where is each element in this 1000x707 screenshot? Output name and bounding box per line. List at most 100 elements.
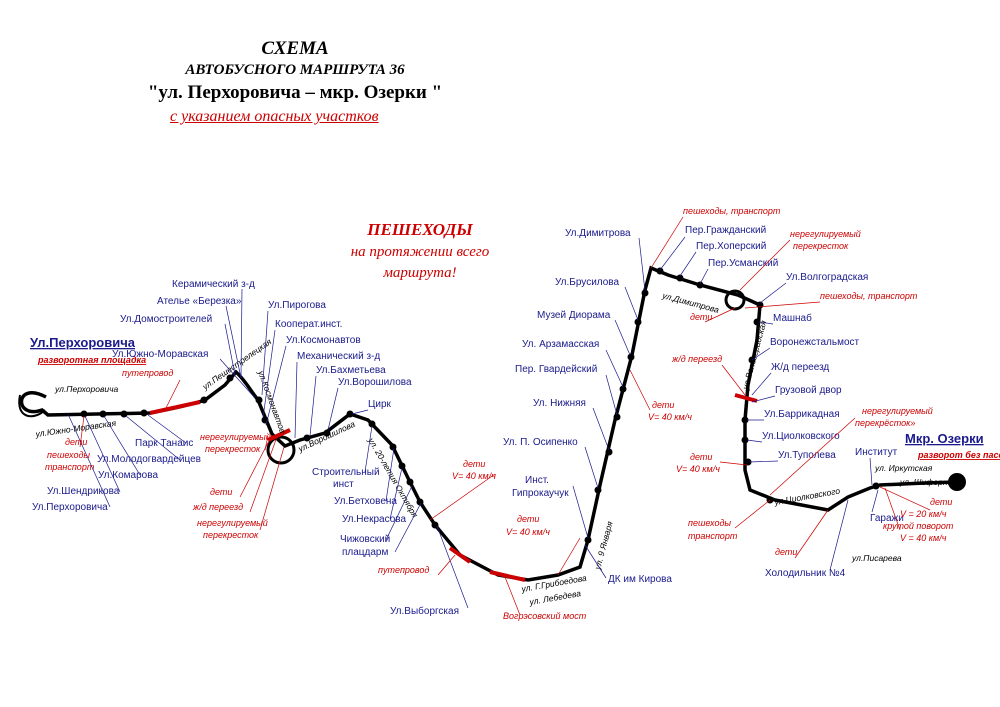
danger-label: ж/д переезд [192, 502, 243, 512]
danger-leaders [79, 216, 931, 616]
stop-label: Парк Танаис [135, 438, 193, 449]
road-label: ул.Южно-Моравская [34, 418, 117, 439]
danger-label: V= 40 км/ч [452, 471, 496, 481]
stop-labels: Керамический з-д Ателье «Березка» Ул.Дом… [32, 225, 904, 617]
danger-label: нерегулируемый [200, 432, 271, 442]
danger-label: ж/д переезд [671, 354, 722, 364]
danger-label: дети [690, 452, 712, 462]
start-terminal-note: разворотная площадка [37, 355, 146, 365]
stop-label: Керамический з-д [172, 279, 255, 290]
danger-label: V = 20 км/ч [900, 509, 947, 519]
stop-label: Ул.Волгоградская [786, 272, 868, 283]
stop-label: ДК им Кирова [608, 574, 672, 585]
stop-label: Холодильник №4 [765, 568, 846, 579]
stop-label: Ул.Космонавтов [286, 335, 361, 346]
danger-label: дети [210, 487, 232, 497]
pedestrians-title: ПЕШЕХОДЫ [366, 220, 473, 239]
stop-label: Инст. [525, 475, 549, 486]
danger-label: нерегулируемый [862, 406, 933, 416]
stop-label: Ул.Пирогова [268, 300, 326, 311]
danger-label: V= 40 км/ч [648, 412, 692, 422]
stop-label: Ул.Домостроителей [120, 314, 212, 325]
route-name: "ул. Перхоровича – мкр. Озерки " [147, 82, 443, 103]
danger-label: дети [652, 400, 674, 410]
stop-label: Пер.Усманский [708, 258, 778, 269]
stop-label: Ул.Перхоровича [32, 502, 108, 513]
start-terminal-label: Ул.Перхоровича [30, 335, 136, 350]
stop-label: Чижовский [340, 534, 390, 545]
stop-label: Ул.Димитрова [565, 228, 631, 239]
danger-label: путепровод [378, 565, 429, 575]
stop-label: Институт [855, 447, 898, 458]
danger-label: транспорт [45, 462, 95, 472]
stop-label: Цирк [368, 399, 392, 410]
stop-label: Механический з-д [297, 351, 380, 362]
road-label: ул. Шиферная [899, 477, 957, 487]
stop-label: Ул.Ворошилова [338, 377, 412, 388]
danger-label: пешеходы, транспорт [820, 291, 918, 301]
danger-label: пешеходы [688, 518, 731, 528]
danger-label: V= 40 км/ч [506, 527, 550, 537]
stop-label: Пер.Хоперский [696, 241, 766, 252]
stop-label: Ул.Южно-Моравская [112, 349, 208, 360]
danger-label: пешеходы [47, 450, 90, 460]
stop-label: Гипрокаучук [512, 488, 569, 499]
road-label: ул.Циолковского [773, 486, 841, 508]
end-terminal-note: разворот без пассажиров [917, 450, 1000, 460]
stop-label: Ул. Нижняя [533, 398, 586, 409]
stop-label: Ул.Некрасова [342, 514, 406, 525]
danger-label: Вогрэсовский мост [503, 611, 587, 621]
danger-label: дети [690, 312, 712, 322]
end-terminal-label: Мкр. Озерки [905, 431, 984, 446]
pedestrians-line2: маршрута! [382, 265, 456, 281]
danger-label: перекресток [203, 530, 259, 540]
danger-label: дети [65, 437, 87, 447]
danger-label: транспорт [688, 531, 738, 541]
danger-label: нерегулируемый [197, 518, 268, 528]
danger-label: перекресток [793, 241, 849, 251]
stop-label: Ул.Баррикадная [764, 409, 840, 420]
danger-label: дети [775, 547, 797, 557]
map-title: СХЕМА [261, 38, 329, 59]
road-label: ул. Иркутская [874, 463, 933, 473]
stop-label: Воронежстальмост [770, 337, 860, 348]
map-subtitle: АВТОБУСНОГО МАРШРУТА 36 [185, 62, 405, 78]
stop-label: Гаражи [870, 513, 904, 524]
stop-label: Пер. Гвардейский [515, 364, 597, 375]
danger-label: крутой поворот [883, 521, 954, 531]
danger-label: путепровод [122, 368, 173, 378]
stop-label: Музей Диорама [537, 310, 611, 321]
road-label: ул.Перхоровича [54, 384, 119, 394]
stop-label: Ул.Бахметьева [316, 365, 386, 376]
danger-label: дети [517, 514, 539, 524]
pedestrians-line1: на протяжении всего [351, 244, 490, 260]
stop-label: Машнаб [773, 312, 812, 324]
stop-leaders [67, 236, 879, 609]
stop-label: Кооперат.инст. [275, 319, 342, 330]
stop-label: Ателье «Березка» [157, 296, 242, 307]
danger-label: пешеходы, транспорт [683, 206, 781, 216]
road-label: ул.Писарева [851, 553, 902, 563]
danger-label: дети [463, 459, 485, 469]
danger-label: нерегулируемый [790, 229, 861, 239]
danger-subtitle: с указанием опасных участков [170, 108, 379, 125]
road-label: ул. 9 Января [592, 520, 615, 572]
stop-label: Строительный [312, 467, 380, 478]
stop-label: Ул.Выборгская [390, 605, 459, 617]
stop-label: Грузовой двор [775, 385, 842, 396]
danger-label: V= 40 км/ч [676, 464, 720, 474]
danger-label: V = 40 км/ч [900, 533, 947, 543]
stop-label: Ул.Комарова [98, 470, 158, 481]
stop-label: Ул.Бетховена [334, 496, 397, 507]
stop-label: Ул. Арзамасская [522, 339, 599, 350]
danger-labels: дети пешеходы транспорт путепровод нерег… [45, 206, 954, 621]
danger-label: перекрёсток» [855, 418, 915, 428]
stop-label: инст [333, 479, 354, 490]
stop-label: Ж/д переезд [771, 362, 829, 373]
stop-label: Ул.Брусилова [555, 277, 619, 288]
stop-label: Ул. П. Осипенко [503, 437, 578, 448]
stop-label: Ул.Туполева [778, 450, 836, 461]
stop-label: Пер.Гражданский [685, 225, 766, 236]
stop-label: Ул.Циолковского [762, 431, 840, 442]
